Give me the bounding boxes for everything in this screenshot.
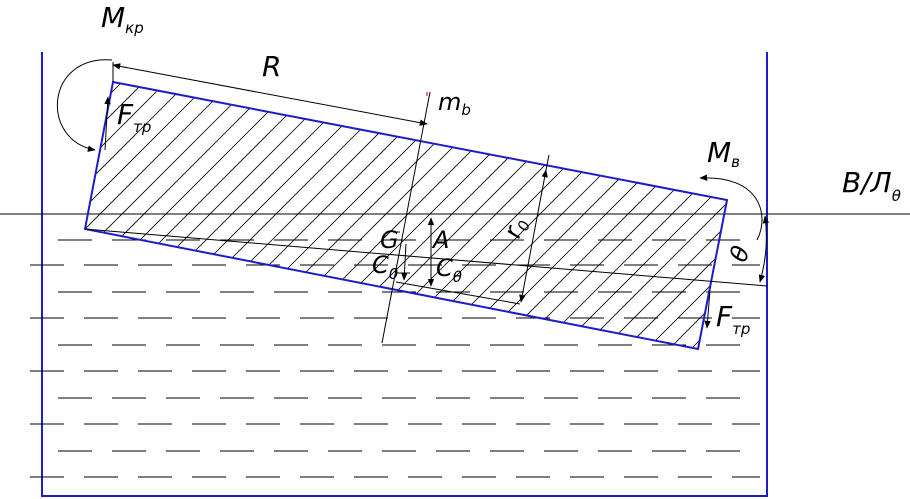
water-surface-hatching [30,239,760,478]
radius-label: R [262,50,281,83]
friction-force-left-arrow [104,96,111,151]
center-points-construction [393,217,521,305]
r0-label: r0 [498,214,534,243]
moment-v-right-label: Mв [707,136,740,171]
floating-body-outline [83,80,729,351]
theta-angle-arc [758,215,770,283]
ctheta-point-label: Cθ [436,254,462,286]
c0-point-label: C0 [372,251,398,283]
theta-label: θ [724,242,755,266]
moment-arc-left [56,59,113,152]
inclined-waterline [84,228,768,287]
radius-dimension [112,62,428,126]
moment-v-top-label: mb [438,88,471,119]
friction-left-label: Fтр [117,98,151,136]
g-point-label: G [380,226,399,254]
body-vertical-axis [381,91,431,344]
moment-arc-right [699,174,763,241]
friction-force-right-arrow [704,289,711,329]
r0-dimension [519,154,550,303]
waterline-label: В/Лθ [842,166,901,205]
friction-right-label: Fтр [716,300,750,338]
moment-kr-label: Mкр [101,1,144,37]
a-point-label: A [431,226,449,254]
